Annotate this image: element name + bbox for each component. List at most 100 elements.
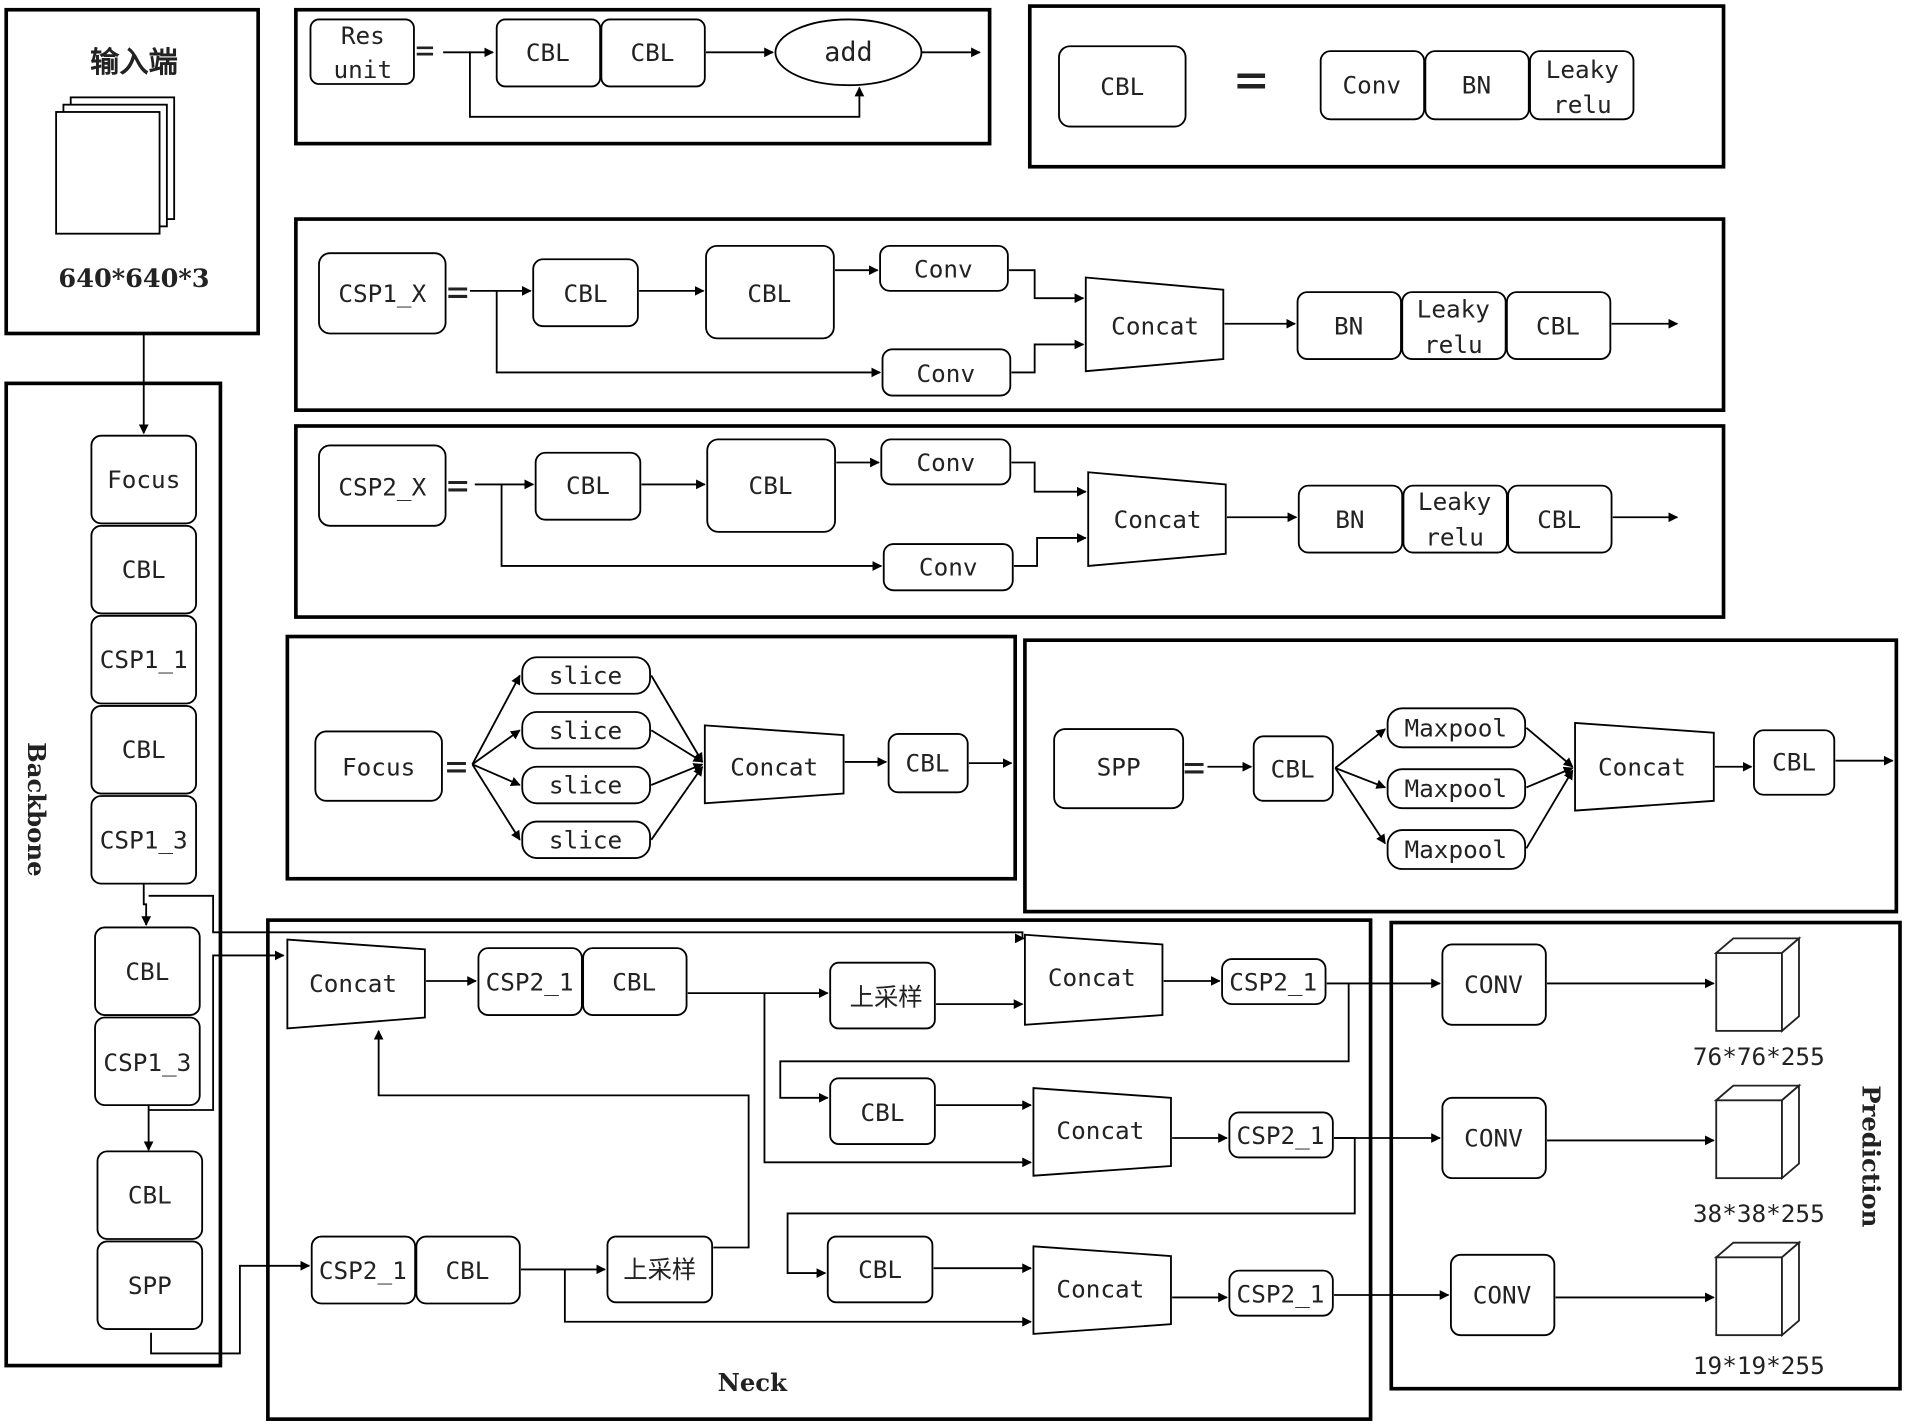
focus-def-slice-3-label: slice xyxy=(549,771,622,800)
focus-def-slice-2 xyxy=(521,711,651,750)
res-unit-node xyxy=(309,18,415,85)
csp1-def-conv-top-label: Conv xyxy=(914,254,973,283)
backbone-label-cbl-4: CBL xyxy=(128,1181,172,1210)
cbl-definition-panel xyxy=(1027,4,1726,169)
cbl-def-bn-label: BN xyxy=(1462,71,1491,100)
spp-def-cbl-out xyxy=(1753,729,1836,796)
backbone-label-focus: Focus xyxy=(107,465,180,494)
backbone-label-cbl-1: CBL xyxy=(122,555,166,584)
spp-def-cbl-in xyxy=(1252,735,1334,802)
res-unit-cbl-1 xyxy=(495,18,602,88)
focus-def-slice-4 xyxy=(521,820,651,859)
output-cube-3-icon xyxy=(1715,1241,1800,1337)
csp1-def-cbl-out-label: CBL xyxy=(1536,312,1580,341)
neck-upsample-top xyxy=(829,961,936,1030)
backbone-panel xyxy=(4,381,223,1368)
neck-concat-r1-label: Concat xyxy=(1048,963,1136,992)
csp2-def-cbl-2-label: CBL xyxy=(749,471,793,500)
backbone-block-csp1-3-b xyxy=(94,1016,201,1107)
csp1-def-equals: = xyxy=(447,270,469,313)
csp2-def-node xyxy=(318,444,447,527)
backbone-block-cbl-4 xyxy=(96,1150,204,1240)
neck-label: Neck xyxy=(718,1368,789,1397)
csp2-def-cbl-2 xyxy=(706,438,836,533)
input-title: 输入端 xyxy=(90,45,178,79)
csp1-def-leaky xyxy=(1401,291,1507,360)
focus-def-slice-4-label: slice xyxy=(549,825,622,854)
cbl-def-node xyxy=(1058,45,1187,128)
cbl-def-leaky-line1: Leaky xyxy=(1546,55,1619,84)
res-unit-cbl-2-label: CBL xyxy=(631,38,675,67)
csp2-def-conv-top xyxy=(880,438,1012,486)
backbone-connectors xyxy=(138,333,1025,1355)
spp-def-cbl-in-label: CBL xyxy=(1271,755,1315,784)
neck-csp-bottom-label: CSP2_1 xyxy=(319,1256,407,1285)
backbone-block-focus xyxy=(90,434,197,525)
csp1-def-concat-label: Concat xyxy=(1111,312,1199,341)
csp1-def-concat xyxy=(1084,276,1225,373)
neck-panel xyxy=(266,918,1373,1421)
csp2-def-conv-top-label: Conv xyxy=(917,448,976,477)
focus-def-node-label: Focus xyxy=(342,752,415,781)
prediction-conv-2 xyxy=(1441,1096,1547,1180)
neck-cbl-r3 xyxy=(826,1235,934,1304)
csp2-def-leaky-line1: Leaky xyxy=(1418,487,1491,516)
csp1-def-bn-label: BN xyxy=(1334,312,1363,341)
prediction-output-1: 76*76*255 xyxy=(1693,1042,1825,1071)
input-panel xyxy=(4,7,260,336)
labels: 输入端 640*640*3 Backbone Focus CBL CSP1_1 … xyxy=(22,21,1885,1397)
equals-signs: = = = = = = xyxy=(415,33,1267,789)
focus-def-slice-1 xyxy=(521,656,651,695)
cbl-def-bn xyxy=(1424,50,1530,121)
spp-def-equals: = xyxy=(1183,746,1205,789)
cbl-def-leaky-line2: relu xyxy=(1553,90,1612,119)
csp2-def-leaky-line2: relu xyxy=(1425,522,1484,551)
csp2-def-concat-label: Concat xyxy=(1114,505,1202,534)
spp-def-cbl-out-label: CBL xyxy=(1772,747,1816,776)
neck-cbl-r2-label: CBL xyxy=(861,1098,905,1127)
neck-cbl-r3-label: CBL xyxy=(858,1255,902,1284)
spp-def-maxpool-2-label: Maxpool xyxy=(1405,774,1508,803)
neck-upsample-bottom-label: 上采样 xyxy=(623,1255,696,1284)
neck-concat-top xyxy=(286,938,426,1030)
neck-connectors xyxy=(373,976,1450,1327)
backbone-label-cbl-3: CBL xyxy=(125,957,169,986)
prediction-conv-1 xyxy=(1441,943,1547,1026)
focus-def-slice-3 xyxy=(521,765,651,805)
prediction-conv-2-label: CONV xyxy=(1464,1124,1523,1153)
cbl-def-leaky xyxy=(1529,50,1635,121)
input-size: 640*640*3 xyxy=(58,264,209,294)
backbone-label-spp: SPP xyxy=(128,1271,172,1300)
neck-csp-top xyxy=(477,947,583,1016)
cbl-def-conv xyxy=(1319,50,1426,121)
res-unit-cbl-2 xyxy=(600,18,706,88)
res-unit-add-label: add xyxy=(824,37,872,68)
cbl-def-equals: = xyxy=(1235,47,1267,110)
neck-csp-bottom xyxy=(310,1235,417,1305)
csp2-def-conv-bottom-label: Conv xyxy=(919,553,978,582)
spp-def-node-label: SPP xyxy=(1097,752,1141,781)
neck-cbl-r2 xyxy=(829,1077,936,1145)
neck-cbl-bottom-label: CBL xyxy=(446,1256,490,1285)
neck-concat-r2-label: Concat xyxy=(1056,1116,1144,1145)
res-unit-cbl-1-label: CBL xyxy=(526,38,570,67)
focus-def-slice-1-label: slice xyxy=(549,661,622,690)
csp1-def-conv-top xyxy=(879,244,1009,292)
focus-def-concat xyxy=(703,724,845,805)
prediction-conv-1-label: CONV xyxy=(1464,970,1523,999)
csp2-definition-panel xyxy=(294,424,1726,619)
prediction-output-2: 38*38*255 xyxy=(1693,1199,1825,1228)
csp1-def-conv-bottom-label: Conv xyxy=(917,359,976,388)
neck-concat-r3-label: Concat xyxy=(1056,1274,1144,1303)
csp2-def-cbl-out-label: CBL xyxy=(1537,505,1581,534)
focus-definition-panel xyxy=(285,634,1018,881)
neck-csp-r2-label: CSP2_1 xyxy=(1237,1121,1325,1150)
neck-upsample-top-label: 上采样 xyxy=(850,982,923,1011)
prediction-output-3: 19*19*255 xyxy=(1693,1351,1825,1380)
output-cube-1-icon xyxy=(1715,937,1800,1032)
neck-csp-top-label: CSP2_1 xyxy=(486,968,574,997)
spp-def-node xyxy=(1053,728,1185,810)
output-cube-2-icon xyxy=(1715,1084,1800,1180)
focus-def-cbl xyxy=(887,732,969,794)
